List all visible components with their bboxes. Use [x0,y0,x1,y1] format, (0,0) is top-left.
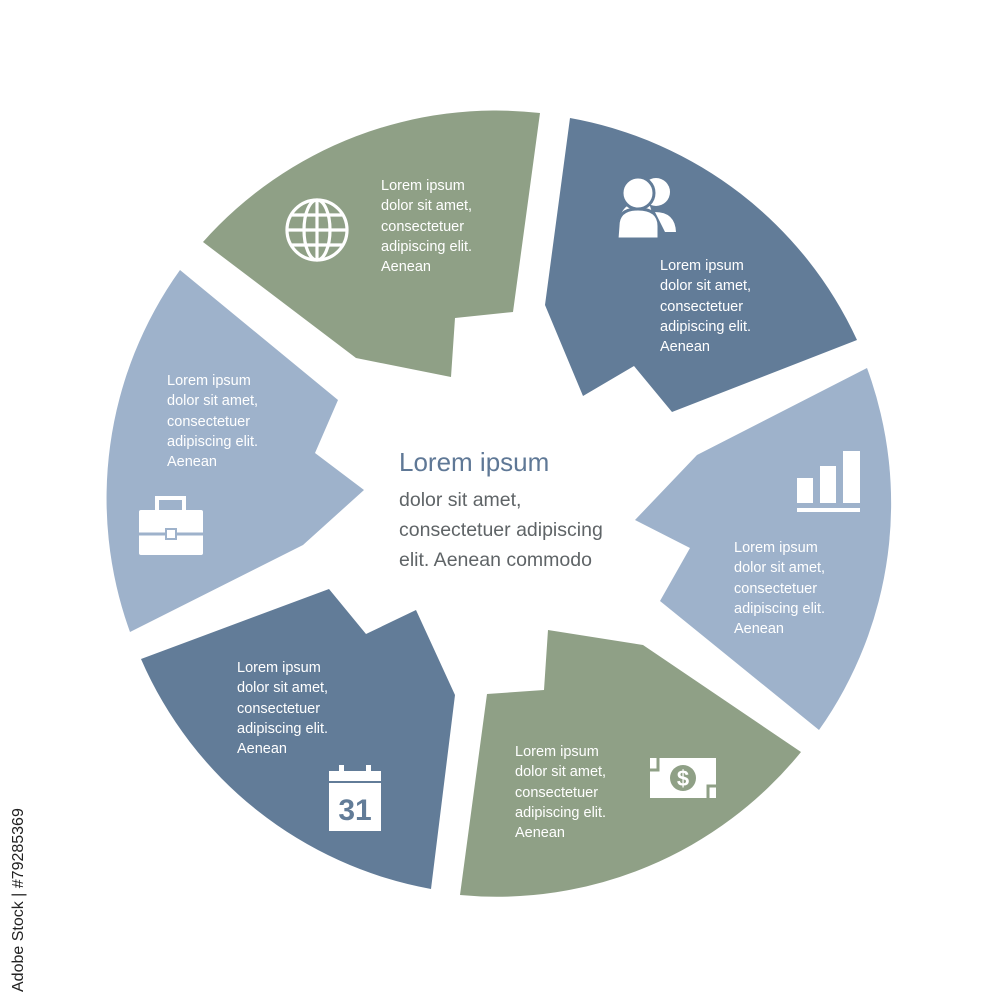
calendar-day: 31 [338,794,371,827]
users-icon [615,175,676,241]
segment-top [203,110,540,377]
segment-right [635,368,892,730]
stock-id-label: Adobe Stock | #79285369 [2,770,38,1000]
briefcase-icon [139,496,203,555]
center-body: dolor sit amet, consectetuer adipiscing … [399,489,603,571]
segment-top-text: Lorem ipsum dolor sit amet, consectetuer… [381,178,473,276]
segment-lower-right-text: Lorem ipsum dolor sit amet, consectetuer… [515,744,607,842]
calendar-icon: 31 [329,765,381,831]
segment-lower-right [460,630,801,897]
stock-id-text: Adobe Stock | #79285369 [10,808,27,992]
bar-chart-icon [797,451,860,512]
segment-upper-right-text: Lorem ipsum dolor sit amet, consectetuer… [660,258,752,356]
globe-icon [285,198,349,262]
center-title: Lorem ipsum [399,447,550,477]
segment-left-text: Lorem ipsum dolor sit amet, consectetuer… [167,373,259,471]
svg-text:$: $ [677,766,689,791]
money-icon: $ [650,758,716,798]
segment-right-text: Lorem ipsum dolor sit amet, consectetuer… [734,540,826,638]
segment-lower-left-text: Lorem ipsum dolor sit amet, consectetuer… [237,660,329,758]
